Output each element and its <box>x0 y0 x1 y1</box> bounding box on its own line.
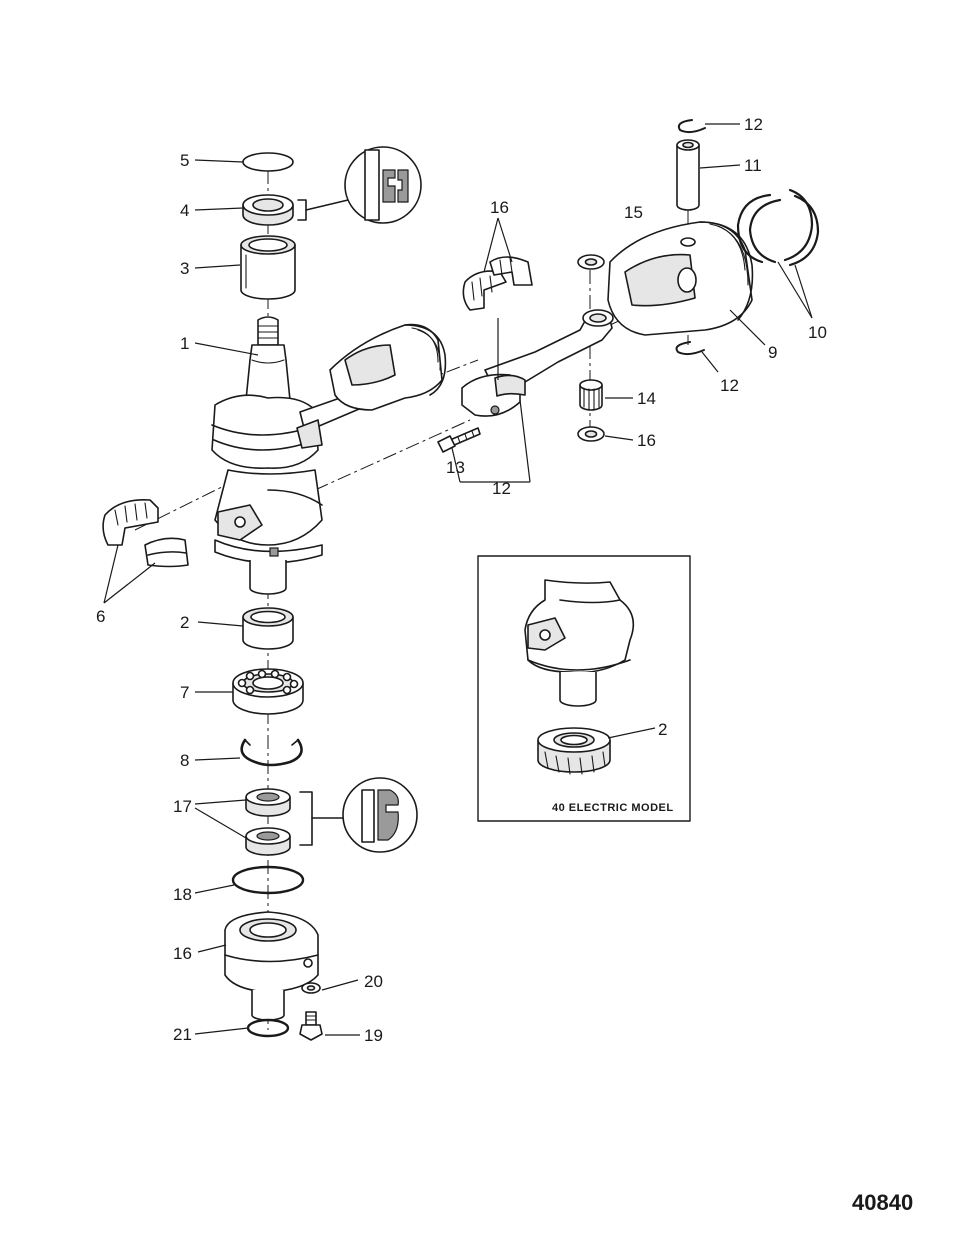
part-14-rod-bolt <box>437 427 481 453</box>
part-1-crankshaft-assembly <box>211 316 447 595</box>
callout-10: 10 <box>808 323 827 342</box>
callout-7: 7 <box>180 683 189 702</box>
part-21-screw <box>299 1011 323 1041</box>
inset-caption: 40 ELECTRIC MODEL <box>552 802 674 814</box>
callout-21: 19 <box>364 1026 383 1045</box>
part-3-bearing-bushing <box>240 235 296 300</box>
part-16-thrust-washer-bottom <box>577 426 605 442</box>
part-16-thrust-washer-top <box>577 254 605 270</box>
callout-9: 9 <box>768 343 777 362</box>
callout-13: 12 <box>492 479 511 498</box>
figure-number: 40840 <box>852 1190 913 1215</box>
callout-labels: 5 4 3 1 6 2 7 8 17 18 16 21 19 20 16 16 … <box>96 115 827 1045</box>
part-12-lockring-bottom <box>675 341 705 356</box>
callout-17: 16 <box>490 198 509 217</box>
part-8-retaining-ring <box>240 738 303 767</box>
inset-electric-model: 40 ELECTRIC MODEL <box>477 555 691 822</box>
part-22-lock-washer <box>301 982 321 994</box>
part-10-piston-rings <box>736 188 820 267</box>
part-5-seal-cap <box>242 152 294 172</box>
callout-15: 14 <box>637 389 656 408</box>
callout-12-top: 12 <box>744 115 763 134</box>
callout-11: 11 <box>744 156 762 175</box>
part-12-lockring-top <box>677 119 706 134</box>
callout-5: 5 <box>180 151 189 170</box>
callout-22: 20 <box>364 972 383 991</box>
leader-lines <box>103 123 813 1036</box>
callout-4: 4 <box>180 201 189 220</box>
callout-3: 3 <box>180 259 189 278</box>
callout-20: 18 <box>173 885 192 904</box>
seal-profile-detail-top <box>297 146 422 224</box>
part-6-needle-bearing-halves <box>102 498 189 568</box>
part-7-ball-bearing <box>232 668 304 715</box>
callout-16-bottom: 16 <box>637 431 656 450</box>
callout-18: 16 <box>173 944 192 963</box>
part-13-connecting-rod <box>461 309 614 417</box>
callout-19: 17 <box>173 797 192 816</box>
callout-8: 8 <box>180 751 189 770</box>
callout-6: 6 <box>96 607 105 626</box>
part-9-piston <box>607 221 754 336</box>
callout-12-bottom-ring: 12 <box>720 376 739 395</box>
part-17-needle-bearing-halves <box>462 256 533 311</box>
part-20-o-ring <box>231 865 305 895</box>
part-15-needle-bearing <box>579 379 603 411</box>
callout-2-inset: 2 <box>658 720 667 739</box>
callout-2: 2 <box>180 613 189 632</box>
part-11-piston-pin <box>676 139 700 211</box>
part-19-oil-seals <box>245 788 291 856</box>
callout-23: 21 <box>173 1025 192 1044</box>
callout-14: 13 <box>446 458 465 477</box>
part-4-oil-seal <box>242 194 294 226</box>
seal-profile-detail-lower <box>299 777 418 853</box>
callout-16-upper: 15 <box>624 203 643 222</box>
part-2-bearing-bushing <box>242 607 294 650</box>
part-18-bearing-housing <box>224 911 319 1021</box>
callout-1: 1 <box>180 334 189 353</box>
